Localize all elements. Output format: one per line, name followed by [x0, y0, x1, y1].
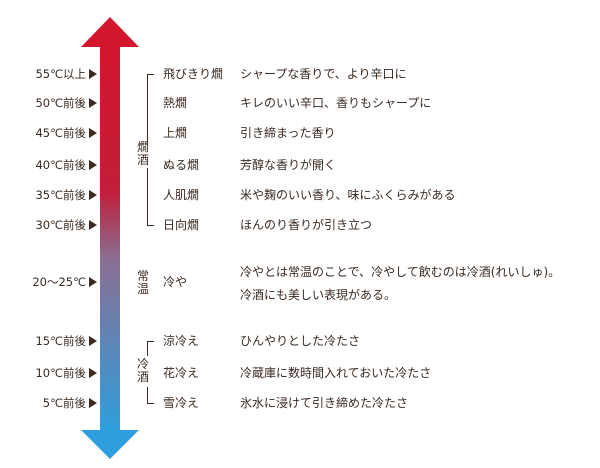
- temperature-label: 50℃前後: [35, 96, 86, 110]
- temperature-label: 40℃前後: [35, 158, 86, 172]
- reishu-bracket-lower: [147, 387, 154, 404]
- sake-temp-name: ぬる燗: [163, 158, 200, 172]
- sake-temp-name: 冷や: [163, 275, 188, 289]
- sake-temp-description: 米や麹のいい香り、味にふくらみがある: [240, 188, 456, 202]
- temperature-label: 10℃前後: [35, 366, 86, 380]
- kanzake-bracket-lower: [147, 168, 154, 226]
- sake-temp-description: 冷蔵庫に数時間入れておいた冷たさ: [240, 366, 432, 380]
- temperature-label: 45℃前後: [35, 126, 86, 140]
- temperature-label: 35℃前後: [35, 188, 86, 202]
- temperature-label: 30℃前後: [35, 218, 86, 232]
- sake-temp-name: 雪冷え: [163, 396, 200, 410]
- pointer-triangle-icon: [89, 368, 97, 378]
- pointer-triangle-icon: [89, 398, 97, 408]
- pointer-triangle-icon: [89, 277, 97, 287]
- pointer-triangle-icon: [89, 69, 97, 79]
- pointer-triangle-icon: [89, 98, 97, 108]
- sake-temp-name: 花冷え: [163, 366, 200, 380]
- room-temp-group-label: 常温: [136, 269, 149, 296]
- sake-temp-name: 人肌燗: [163, 188, 200, 202]
- sake-temp-name: 涼冷え: [163, 334, 200, 348]
- arrow-head-up: [81, 17, 139, 47]
- temperature-label: 15℃前後: [35, 334, 86, 348]
- kanzake-group-label: 燗酒: [136, 140, 149, 167]
- sake-temp-name: 飛びきり燗: [163, 67, 224, 81]
- sake-temp-name: 熱燗: [163, 96, 188, 110]
- sake-temp-description: ほんのり香りが引き立つ: [240, 218, 373, 232]
- pointer-triangle-icon: [89, 336, 97, 346]
- reishu-bracket-upper: [147, 341, 154, 356]
- sake-temp-name: 日向燗: [163, 218, 200, 232]
- sake-temp-description: 氷水に浸けて引き締めた冷たさ: [240, 396, 409, 410]
- pointer-triangle-icon: [89, 220, 97, 230]
- sake-temp-description-line2: 冷酒にも美しい表現がある。: [240, 288, 397, 302]
- temperature-label: 5℃前後: [42, 396, 86, 410]
- sake-temp-description: 冷やとは常温のことで、冷やして飲むのは冷酒(れいしゅ)。: [240, 265, 561, 279]
- sake-temp-description: シャープな香りで、より辛口に: [240, 67, 407, 81]
- sake-temp-description: ひんやりとした冷たさ: [240, 334, 361, 348]
- temperature-label: 55℃以上: [35, 67, 86, 81]
- arrow-shaft: [100, 46, 120, 432]
- arrow-head-down: [81, 430, 139, 459]
- sake-temp-description: 引き締まった香り: [240, 126, 336, 140]
- sake-temp-description: キレのいい辛口、香りもシャープに: [240, 96, 432, 110]
- temperature-label: 20～25℃: [32, 275, 86, 289]
- pointer-triangle-icon: [89, 190, 97, 200]
- kanzake-bracket-upper: [147, 74, 154, 145]
- pointer-triangle-icon: [89, 160, 97, 170]
- reishu-group-label: 冷酒: [136, 357, 149, 384]
- sake-temp-description: 芳醇な香りが開く: [240, 158, 337, 172]
- pointer-triangle-icon: [89, 128, 97, 138]
- sake-temp-name: 上燗: [163, 126, 188, 140]
